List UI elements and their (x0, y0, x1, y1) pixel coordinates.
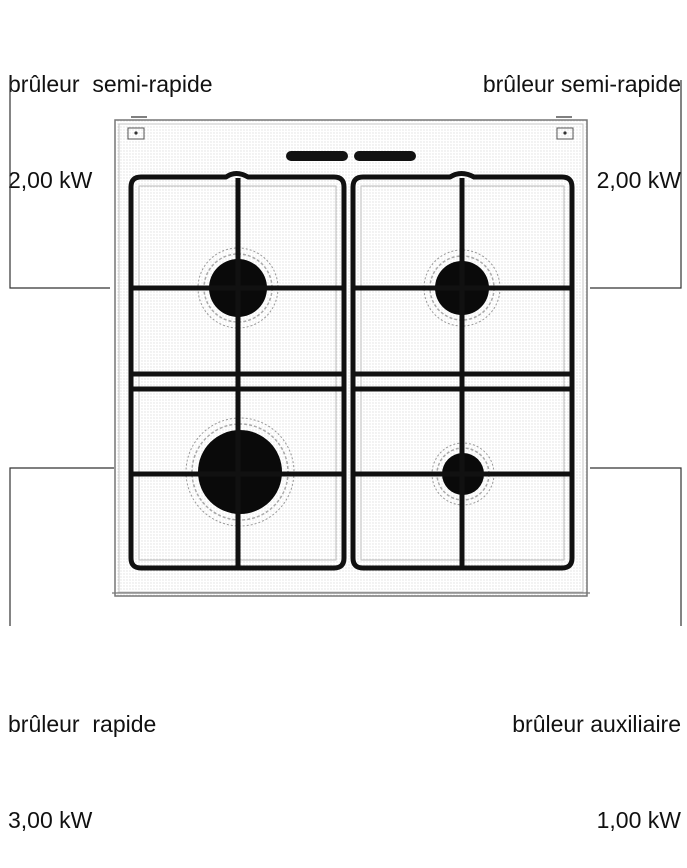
control-slot-right (354, 151, 416, 161)
burner-power: 2,00 kW (596, 167, 681, 193)
burner-name: brûleur semi-rapide (482, 71, 681, 97)
label-top-right-burner: brûleur semi-rapide 2,00 kW (483, 4, 681, 228)
burner-name: brûleur semi-rapide (8, 71, 213, 97)
burner-name: brûleur auxiliaire (512, 711, 681, 737)
cooktop-diagram (9, 80, 682, 626)
leader-line-top-right (590, 80, 682, 289)
label-top-left-burner: brûleur semi-rapide 2,00 kW (8, 4, 213, 228)
burner-power: 2,00 kW (8, 167, 93, 193)
pan-support-right (350, 171, 575, 571)
leader-line-top-left (9, 80, 110, 289)
burner-name: brûleur rapide (8, 711, 157, 737)
pan-support-left (128, 171, 347, 571)
leader-line-bottom-right (590, 467, 682, 626)
leader-lines (9, 80, 682, 626)
leader-line-bottom-left (9, 467, 114, 626)
control-slot-left (286, 151, 348, 161)
burner-power: 3,00 kW (8, 807, 93, 833)
corner-marker-right (556, 116, 574, 140)
burner-power: 1,00 kW (596, 807, 681, 833)
corner-marker-left (127, 116, 147, 140)
